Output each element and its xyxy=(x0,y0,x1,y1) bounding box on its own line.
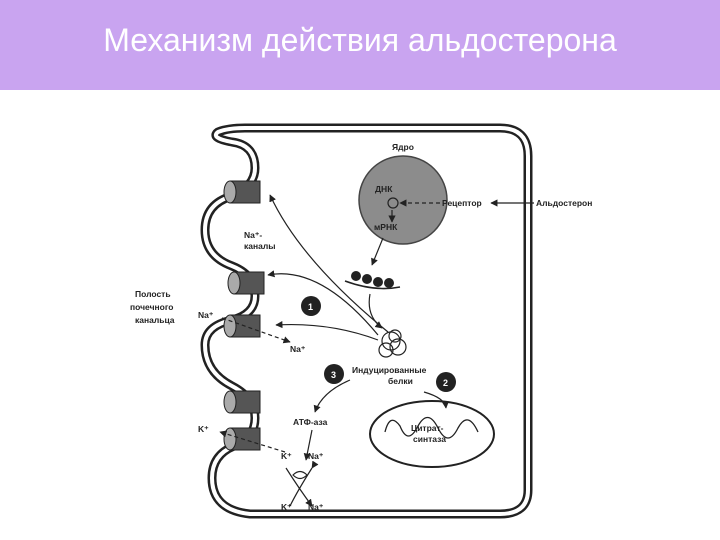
title-bar xyxy=(0,0,720,90)
mitochondrion xyxy=(369,400,495,468)
atpase-label: АТФ-аза xyxy=(293,417,328,427)
ribosomes xyxy=(344,271,401,290)
lumen-label-1: Полость xyxy=(135,289,171,299)
na-channel-lumen xyxy=(223,314,261,338)
k-channel-bottom xyxy=(223,427,261,451)
nucleus xyxy=(358,155,448,245)
na-channel-top xyxy=(223,180,261,204)
step-2-badge: 2 xyxy=(436,372,456,392)
na-k-pump xyxy=(285,460,319,507)
protein-to-atpase-arrow xyxy=(313,379,351,413)
na-channels-label-1: Na⁺- xyxy=(244,230,262,240)
pump-k-bottom-label: K⁺ xyxy=(281,502,292,512)
induced-label-2: белки xyxy=(388,376,413,386)
step-2-number: 2 xyxy=(443,378,448,388)
induced-label-1: Индуцированные xyxy=(352,365,427,375)
k-transport-arrow xyxy=(219,430,286,453)
protein-to-channel-lumen-arrow xyxy=(275,321,379,341)
na-transport-arrow xyxy=(221,317,291,344)
pump-na-bottom-label: Na⁺ xyxy=(308,502,324,512)
citrate-label-1: Цитрат- xyxy=(411,423,444,433)
mrna-label: мРНК xyxy=(374,222,398,232)
mrna-to-ribosome-arrow xyxy=(371,237,384,266)
dna-site xyxy=(387,197,399,209)
nucleus-label: Ядро xyxy=(392,142,414,152)
aldosterone-label: Альдостерон xyxy=(536,198,592,208)
atpase-to-pump-arrow xyxy=(303,429,313,461)
step-3-number: 3 xyxy=(331,370,336,380)
ribosome-to-protein-arrow xyxy=(368,293,383,329)
k-left-label: K⁺ xyxy=(198,424,209,434)
induced-protein-coil xyxy=(378,329,407,358)
lumen-label-2: почечного xyxy=(130,302,173,312)
protein-to-channel-top-arrow xyxy=(269,194,389,333)
na-out-label: Na⁺ xyxy=(290,344,306,354)
na-in-label: Na⁺ xyxy=(198,310,214,320)
pump-k-top-label: K⁺ xyxy=(281,451,292,461)
pump-na-top-label: Na⁺ xyxy=(308,451,324,461)
na-channel-middle xyxy=(227,271,265,295)
k-channel-top xyxy=(223,390,261,414)
protein-to-channel-middle-arrow xyxy=(267,270,379,336)
lumen-label-3: канальца xyxy=(135,315,175,325)
receptor-label: Рецептор xyxy=(442,198,482,208)
protein-to-mitochondrion-arrow xyxy=(423,391,449,409)
dna-label: ДНК xyxy=(375,184,393,194)
step-1-number: 1 xyxy=(308,302,313,312)
step-1-badge: 1 xyxy=(301,296,321,316)
slide-title: Механизм действия альдостерона xyxy=(103,22,617,58)
citrate-label-2: синтаза xyxy=(413,434,446,444)
step-3-badge: 3 xyxy=(324,364,344,384)
na-channels-label-2: каналы xyxy=(244,241,276,251)
